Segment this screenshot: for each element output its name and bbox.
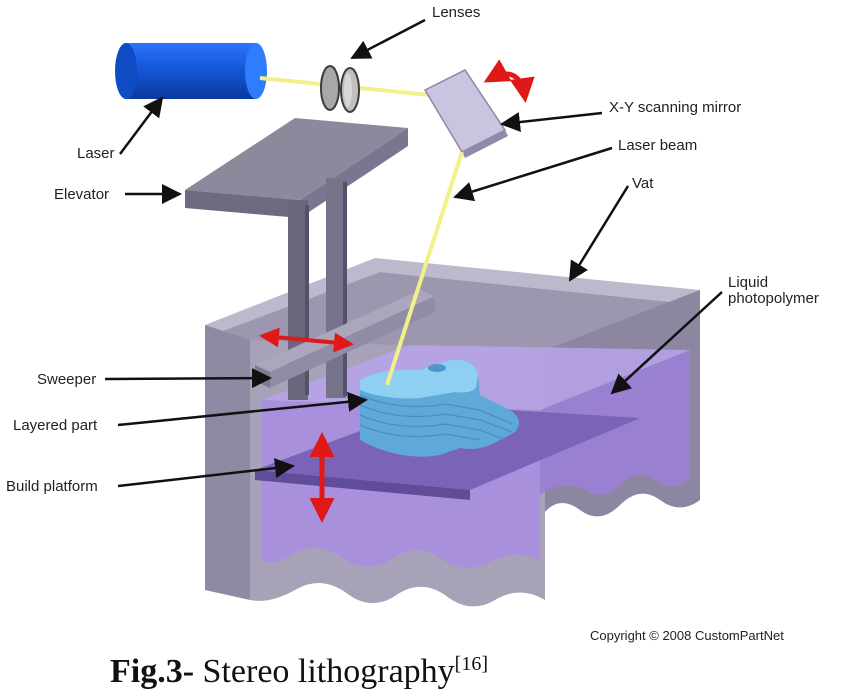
lenses	[320, 65, 360, 113]
label-laser-beam: Laser beam	[618, 137, 697, 154]
leader-sweeper	[104, 368, 272, 389]
build-platform-edge	[255, 470, 470, 500]
leader-liquid	[610, 291, 723, 395]
label-laser: Laser	[77, 145, 115, 162]
layered-part	[359, 359, 519, 457]
label-vat: Vat	[632, 175, 654, 192]
figure-caption: Fig.3- Stereo lithography[16]	[110, 653, 488, 690]
laser-aperture	[245, 43, 267, 99]
laser-beam	[385, 151, 464, 386]
label-build-platform: Build platform	[6, 478, 98, 495]
leader-mirror	[500, 111, 603, 132]
sweeper-motion-arrow	[259, 327, 354, 353]
laser-body	[126, 43, 256, 99]
leader-vat	[568, 185, 630, 282]
mirror-rotation-arrow	[483, 59, 535, 103]
leader-layered-part	[117, 391, 368, 427]
leader-build-platform	[117, 458, 295, 488]
caption-figure-number: Fig.3-	[110, 653, 194, 690]
label-lenses: Lenses	[432, 4, 480, 21]
label-liquid-line2: photopolymer	[728, 290, 819, 307]
label-xy-mirror: X-Y scanning mirror	[609, 99, 741, 116]
elevator-top	[185, 118, 408, 200]
vat-left-wall	[205, 325, 250, 600]
copyright-text: Copyright © 2008 CustomPartNet	[590, 628, 784, 643]
xy-scanning-mirror	[423, 69, 508, 158]
label-layered-part: Layered part	[13, 417, 98, 434]
elevator-front	[185, 190, 300, 218]
laser	[115, 43, 267, 99]
leader-lenses	[350, 18, 426, 60]
leader-laser	[119, 96, 164, 155]
caption-reference: [16]	[455, 653, 488, 675]
label-liquid-line1: Liquid	[728, 274, 768, 291]
label-sweeper: Sweeper	[37, 371, 96, 388]
caption-title: Stereo lithography	[194, 653, 455, 690]
label-elevator: Elevator	[54, 186, 109, 203]
leader-laser-beam	[453, 146, 613, 202]
